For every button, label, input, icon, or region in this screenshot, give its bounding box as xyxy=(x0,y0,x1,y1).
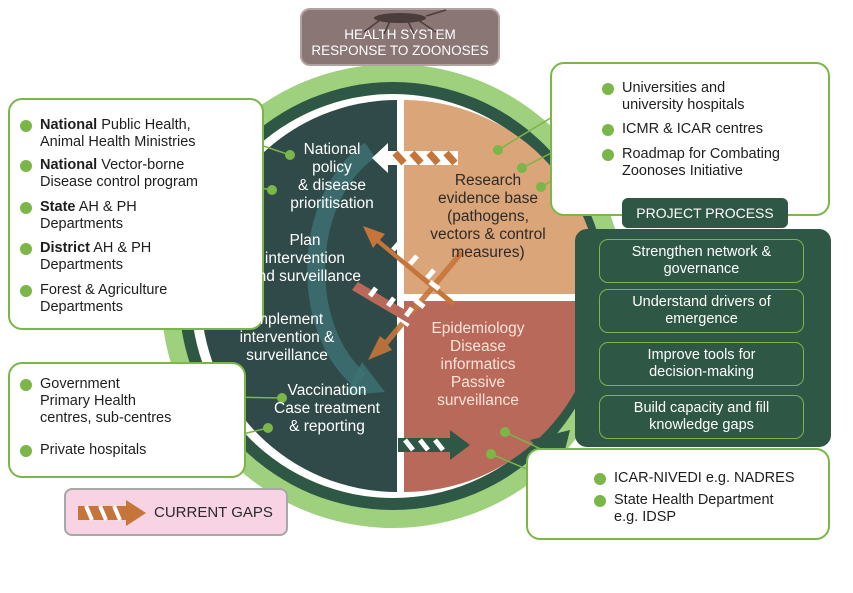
research-quadrant xyxy=(404,100,600,294)
project-process-title: PROJECT PROCESS xyxy=(622,198,788,228)
gap-arrow-research-to-policy xyxy=(372,143,458,173)
bullet-icon xyxy=(20,379,32,391)
bullet-icon xyxy=(594,473,606,485)
title-box: HEALTH SYSTEM RESPONSE TO ZOONOSES xyxy=(300,8,500,66)
provider-private: Private hospitals xyxy=(20,442,146,459)
cycle-flow-arrow xyxy=(307,142,376,387)
mosquito-icon xyxy=(363,9,447,34)
national-stakeholders-box: National Public Health,Animal Health Min… xyxy=(8,98,264,330)
current-gaps-legend: CURRENT GAPS xyxy=(64,488,288,536)
bullet-icon xyxy=(602,83,614,95)
gap-arrow-to-surveillance xyxy=(398,430,470,460)
bullet-icon xyxy=(20,160,32,172)
bullet-icon xyxy=(602,149,614,161)
gap-arrow-surveillance-to-reporting xyxy=(352,282,452,344)
bullet-icon xyxy=(20,285,32,297)
bullet-icon xyxy=(20,202,32,214)
bullet-icon xyxy=(602,124,614,136)
stakeholder-national-ph: National Public Health,Animal Health Min… xyxy=(20,117,196,151)
process-step-network: Strengthen network &governance xyxy=(599,239,804,283)
bullet-icon xyxy=(20,243,32,255)
project-process-panel: Strengthen network &governance Understan… xyxy=(575,229,831,447)
bullet-icon xyxy=(20,120,32,132)
cycle-flow-arrowhead xyxy=(345,362,385,395)
bullet-icon xyxy=(20,445,32,457)
gap-arrow-diagonal-down xyxy=(368,250,463,360)
title-line-1: HEALTH SYSTEM xyxy=(344,27,456,42)
striped-arrow-icon xyxy=(78,500,146,526)
bullet-icon xyxy=(594,495,606,507)
partner-nivedi: ICAR-NIVEDI e.g. NADRES xyxy=(594,470,795,487)
surveillance-partners-box: ICAR-NIVEDI e.g. NADRES State Health Dep… xyxy=(526,448,830,540)
title-line-2: RESPONSE TO ZOONOSES xyxy=(311,43,489,58)
current-gaps-label: CURRENT GAPS xyxy=(154,504,273,521)
partner-icmr-icar: ICMR & ICAR centres xyxy=(602,121,763,138)
